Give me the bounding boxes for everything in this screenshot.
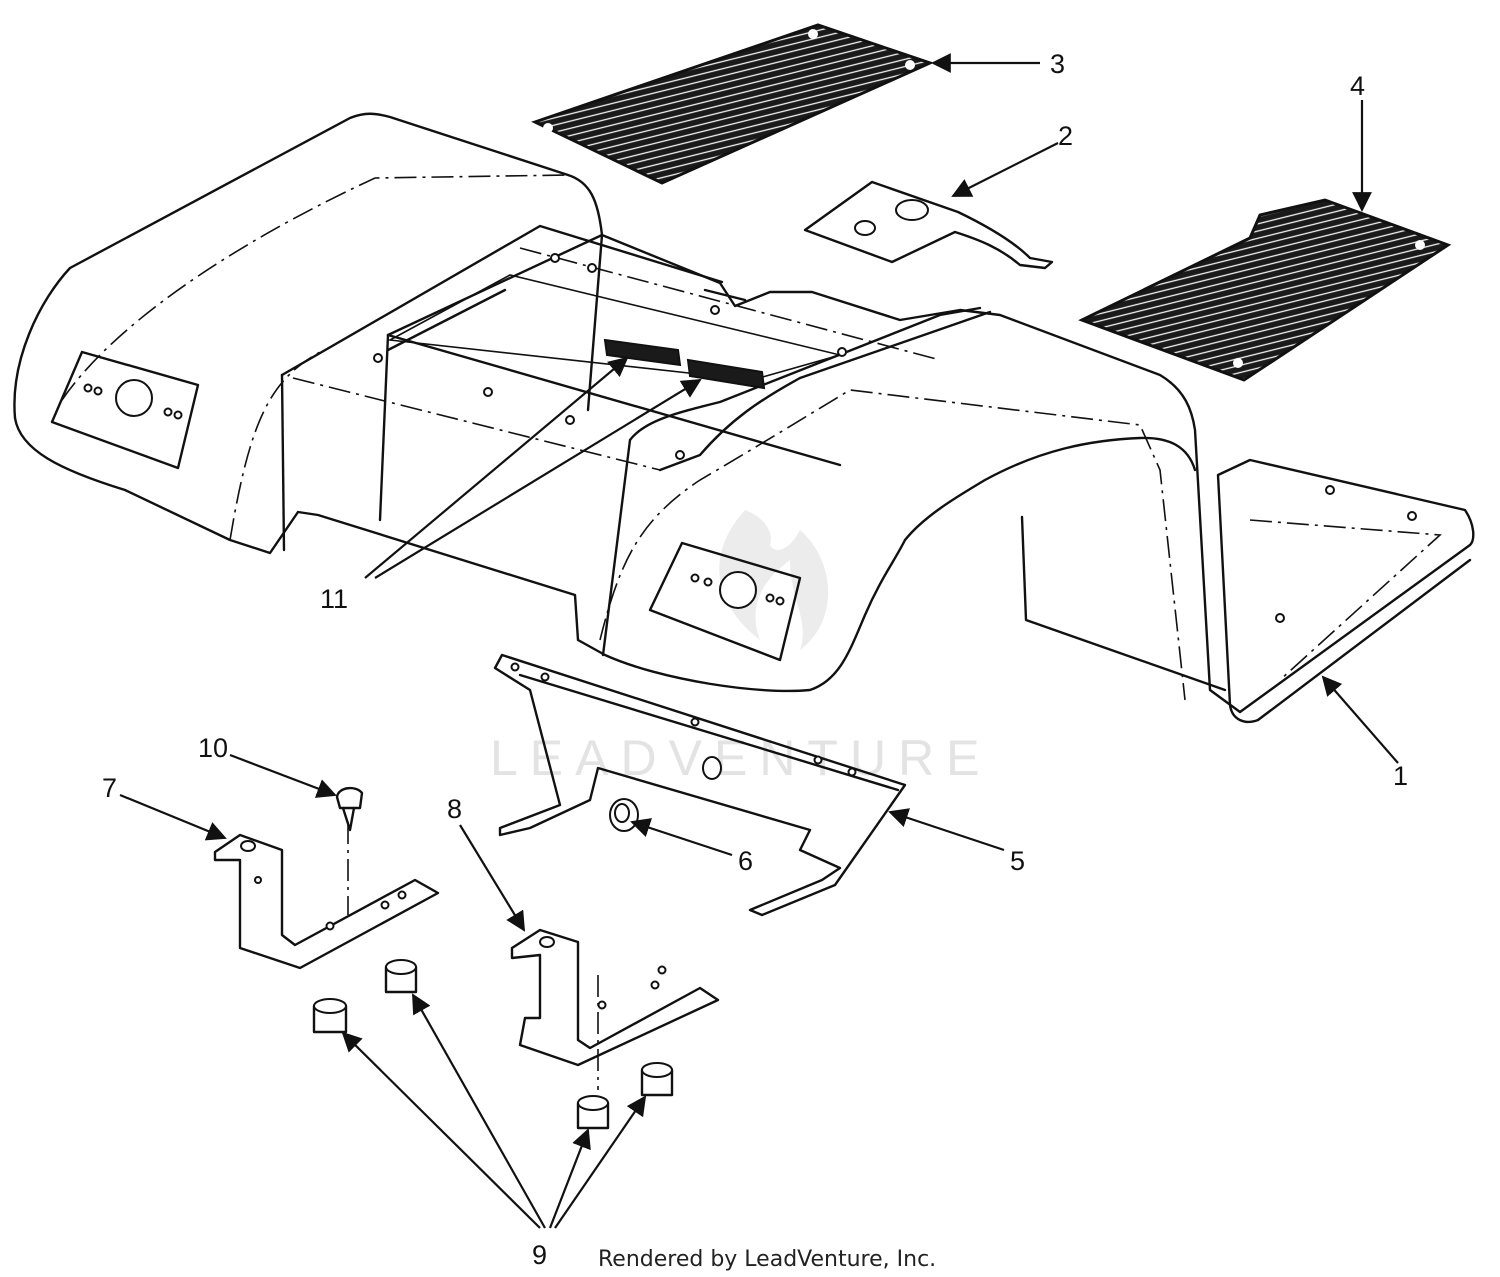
grommet-d [640, 1062, 674, 1097]
callout-9: 9 [532, 1240, 547, 1270]
callout-10: 10 [198, 733, 228, 763]
callout-5: 5 [1010, 846, 1025, 876]
part-7-bracket [213, 822, 440, 970]
callout-2: 2 [1058, 121, 1073, 151]
callout-labels: 1 2 3 4 5 6 7 8 9 10 11 [102, 49, 1408, 1270]
part-6-bushing [609, 798, 639, 832]
part-5-frame [493, 653, 907, 917]
part-3-mat [531, 23, 935, 185]
callout-4: 4 [1350, 71, 1365, 101]
part-9-grommets [312, 959, 674, 1130]
part-1-rear-fender [13, 112, 1475, 724]
part-8-bracket [510, 928, 720, 1090]
callout-6: 6 [738, 846, 753, 876]
callout-1: 1 [1393, 761, 1408, 791]
watermark-text: LEADVENTURE [490, 730, 992, 786]
grommet-b [384, 959, 418, 994]
grommet-a [312, 998, 348, 1034]
part-11-clips [603, 338, 766, 390]
callout-11: 11 [320, 584, 348, 614]
leader-lines [119, 53, 1399, 1229]
part-4-mat [1078, 198, 1452, 382]
part-2-bracket [803, 180, 1054, 270]
watermark: LEADVENTURE [490, 510, 992, 786]
callout-3: 3 [1050, 49, 1065, 79]
grommet-c [576, 1095, 610, 1130]
credit-text: Rendered by LeadVenture, Inc. [598, 1247, 936, 1272]
callout-8: 8 [447, 794, 462, 824]
part-10-bumper [335, 786, 364, 832]
callout-7: 7 [102, 773, 117, 803]
